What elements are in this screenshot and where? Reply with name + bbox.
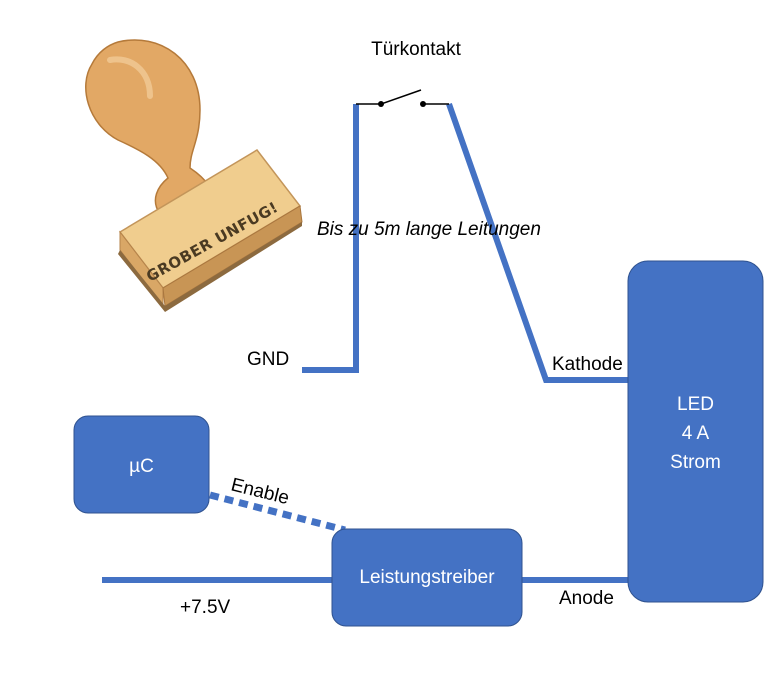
- enable-label: Enable: [229, 474, 291, 509]
- rubber-stamp-image: GROBER UNFUG!: [85, 39, 303, 312]
- led-label-line-3: Strom: [670, 452, 721, 473]
- mcu-block: µC: [73, 415, 210, 514]
- led-block: LED 4 A Strom: [627, 260, 764, 603]
- led-label-line-2: 4 A: [682, 423, 710, 444]
- wires: [102, 103, 630, 583]
- cable-length-note: Bis zu 5m lange Leitungen: [317, 219, 541, 240]
- driver-label: Leistungstreiber: [359, 567, 495, 588]
- switch-lever: [380, 89, 422, 105]
- supply-label: +7.5V: [180, 597, 231, 618]
- anode-label: Anode: [559, 588, 614, 609]
- mcu-label: µC: [129, 456, 154, 477]
- kathode-wire: [446, 103, 628, 383]
- door-switch: Türkontakt: [356, 39, 462, 107]
- kathode-label: Kathode: [552, 354, 623, 375]
- gnd-label: GND: [247, 349, 289, 370]
- switch-label: Türkontakt: [371, 39, 461, 60]
- driver-block: Leistungstreiber: [331, 528, 523, 627]
- led-label-line-1: LED: [677, 394, 714, 415]
- gnd-wire: [302, 104, 359, 373]
- enable-wire: [209, 491, 346, 534]
